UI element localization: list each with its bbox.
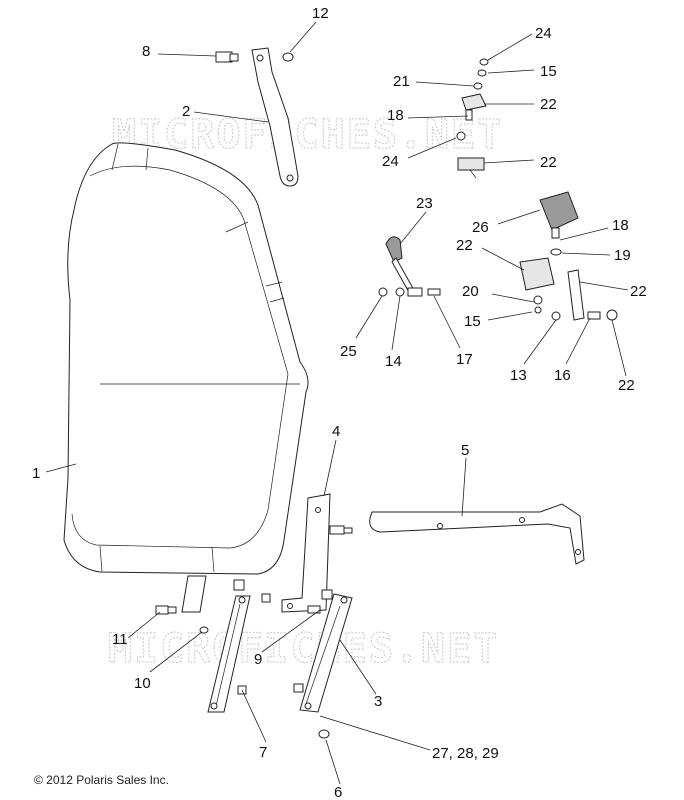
callout-18-top: 18 bbox=[387, 107, 404, 124]
callout-24-mid: 24 bbox=[382, 153, 399, 170]
latch-handle bbox=[385, 236, 415, 295]
latch-hardware bbox=[378, 287, 441, 297]
callout-1: 1 bbox=[32, 465, 40, 482]
lock-assembly bbox=[519, 191, 618, 321]
slider-rail-right bbox=[293, 589, 353, 713]
callout-5: 5 bbox=[461, 442, 469, 459]
copyright-notice: © 2012 Polaris Sales Inc. bbox=[34, 773, 169, 787]
washer-10 bbox=[199, 626, 209, 634]
callout-17: 17 bbox=[456, 351, 473, 368]
callout-15-top: 15 bbox=[540, 63, 557, 80]
callout-8: 8 bbox=[142, 43, 150, 60]
upper-bracket bbox=[251, 47, 299, 187]
callout-24-top: 24 bbox=[535, 25, 552, 42]
callout-10: 10 bbox=[134, 675, 151, 692]
callout-4: 4 bbox=[332, 423, 340, 440]
seat-cushion bbox=[63, 142, 309, 575]
callout-3: 3 bbox=[374, 693, 382, 710]
callout-7: 7 bbox=[259, 744, 267, 761]
callout-22-d: 22 bbox=[630, 283, 647, 300]
leader-lines bbox=[45, 21, 629, 785]
callout-25: 25 bbox=[340, 343, 357, 360]
callout-13: 13 bbox=[510, 367, 527, 384]
bolt-8 bbox=[215, 51, 239, 63]
callout-12: 12 bbox=[312, 5, 329, 22]
callout-20: 20 bbox=[462, 283, 479, 300]
watermark-bottom: MICROFICHES.NET bbox=[108, 626, 499, 672]
callout-22-b: 22 bbox=[540, 154, 557, 171]
long-bracket bbox=[369, 503, 585, 565]
nut-12 bbox=[282, 52, 294, 62]
callout-22-c: 22 bbox=[456, 237, 473, 254]
seat-mount-bracket bbox=[181, 575, 207, 613]
callout-23: 23 bbox=[416, 195, 433, 212]
callout-16: 16 bbox=[554, 367, 571, 384]
callout-18-right: 18 bbox=[612, 217, 629, 234]
callout-15-lower: 15 bbox=[464, 313, 481, 330]
callout-labels: 1 2 3 4 5 6 7 8 9 10 11 12 13 14 15 15 1… bbox=[32, 5, 647, 800]
callout-26: 26 bbox=[472, 219, 489, 236]
callout-11: 11 bbox=[112, 631, 128, 648]
bolt-11 bbox=[155, 605, 177, 615]
callout-22-a: 22 bbox=[540, 96, 557, 113]
nut-6 bbox=[318, 729, 330, 739]
callout-19: 19 bbox=[614, 247, 631, 264]
callout-2: 2 bbox=[182, 103, 190, 120]
upper-right-hardware bbox=[456, 58, 489, 179]
slider-rail-left bbox=[207, 579, 271, 713]
callout-6: 6 bbox=[334, 784, 342, 800]
callout-22-e: 22 bbox=[618, 377, 635, 394]
callout-27-28-29: 27, 28, 29 bbox=[432, 745, 499, 762]
bracket-4 bbox=[281, 493, 353, 613]
callout-21: 21 bbox=[393, 73, 410, 90]
callout-9: 9 bbox=[254, 651, 262, 668]
callout-14: 14 bbox=[385, 353, 402, 370]
